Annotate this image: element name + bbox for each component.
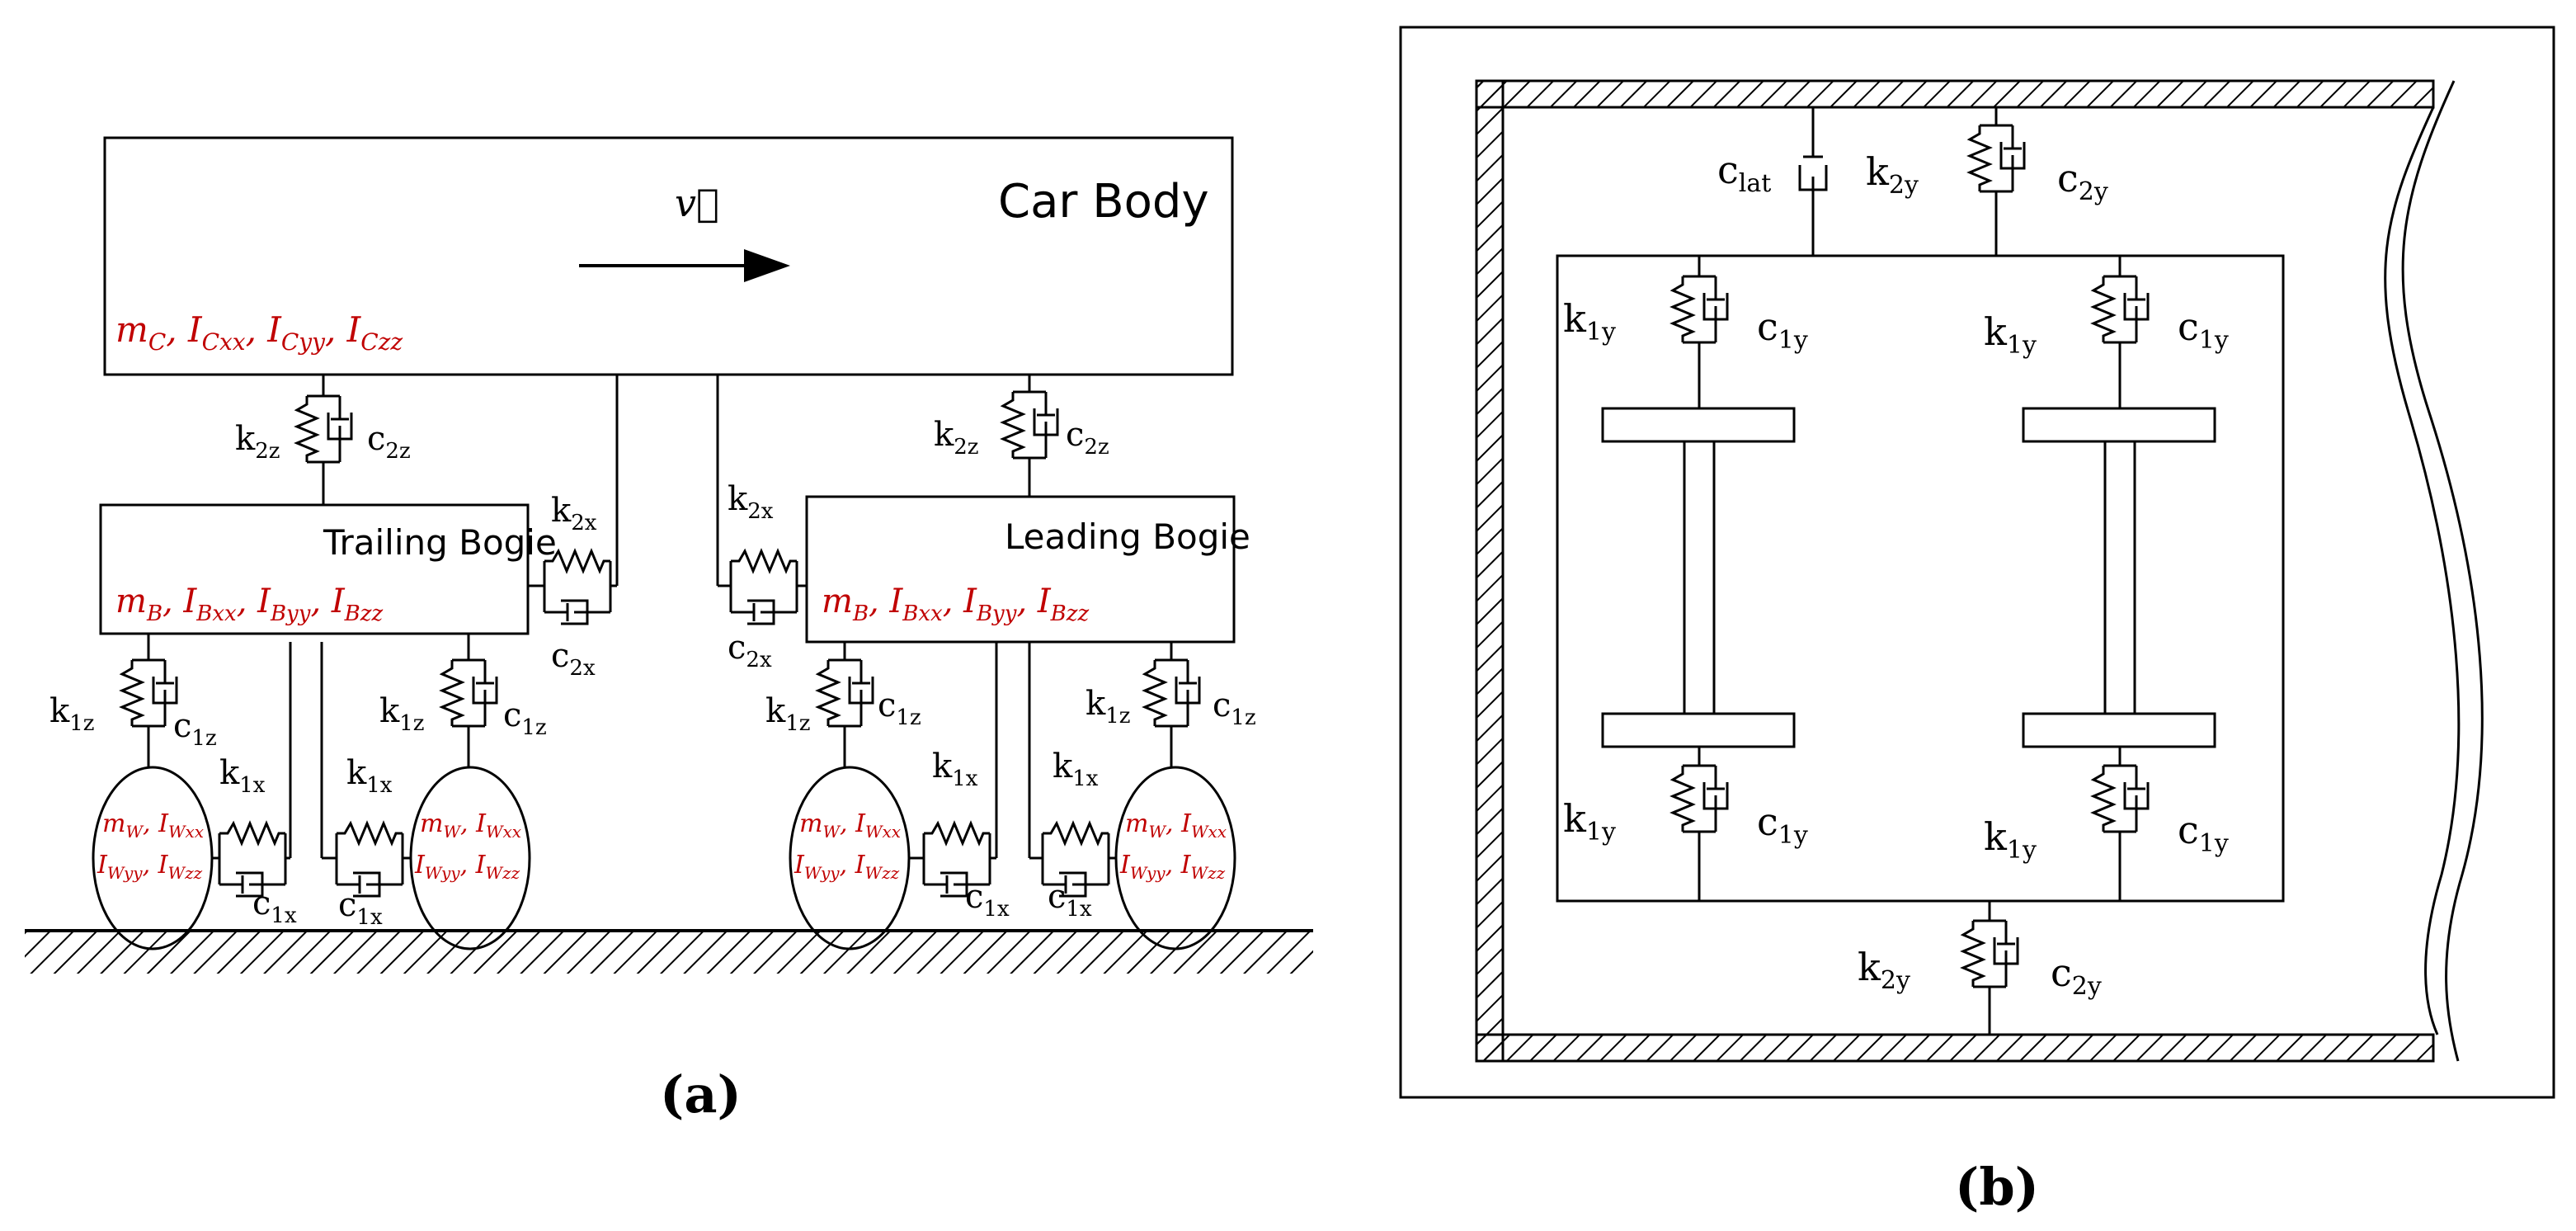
svg-text:k1z: k1z: [1085, 685, 1131, 729]
svg-text:k1x: k1x: [219, 754, 266, 798]
wheelset-1: mW, IWxx IWyy, IWzz: [92, 766, 214, 950]
caption-b: (b): [1955, 1157, 2039, 1217]
car-body-label: Car Body: [998, 175, 1209, 229]
leading-bogie-label: Leading Bogie: [1005, 516, 1250, 557]
primary-vertical-suspension-1: k1z c1z: [49, 634, 217, 767]
primary-vertical-suspension-4: k1z c1z: [1085, 642, 1256, 767]
wheelset-3: mW, IWxx IWyy, IWzz: [789, 766, 911, 950]
car-body-frame: [1475, 79, 2484, 1063]
svg-text:c1z: c1z: [173, 707, 217, 751]
ground-track: [25, 929, 1313, 974]
svg-text:c1z: c1z: [878, 686, 921, 730]
secondary-vertical-suspension-trailing: k2z c2z: [235, 375, 411, 505]
panel-a: Car Body v⃗ mC, ICxx, ICyy, ICzz Trailin…: [25, 136, 1313, 1125]
wheelset-left: k1y c1y k1y c1y: [1563, 256, 1808, 901]
svg-text:clat: clat: [1717, 148, 1771, 198]
secondary-lateral-suspension-top: clat k2y c2y: [1717, 107, 2108, 256]
primary-longitudinal-suspension-2: k1x c1x: [320, 642, 411, 930]
svg-text:c1x: c1x: [252, 884, 297, 928]
svg-text:k1x: k1x: [346, 754, 393, 798]
svg-text:c2x: c2x: [551, 637, 596, 681]
primary-longitudinal-suspension-3: k1x c1x: [909, 642, 1010, 922]
primary-longitudinal-suspension-1: k1x c1x: [212, 642, 297, 928]
svg-text:k2z: k2z: [235, 420, 280, 464]
svg-text:k1z: k1z: [379, 692, 425, 736]
svg-text:mW, IWxx: mW, IWxx: [420, 809, 521, 842]
velocity-label: v⃗: [675, 181, 719, 225]
wheelset-4: mW, IWxx IWyy, IWzz: [1114, 766, 1236, 950]
primary-vertical-suspension-3: k1z c1z: [765, 642, 921, 767]
svg-text:c1z: c1z: [503, 696, 547, 740]
primary-longitudinal-suspension-4: k1x c1x: [1028, 642, 1116, 922]
svg-text:c2z: c2z: [1066, 416, 1109, 460]
svg-text:c2x: c2x: [728, 629, 772, 672]
leading-bogie-box: [805, 495, 1236, 644]
svg-text:c2z: c2z: [367, 420, 411, 464]
wheelset-2: mW, IWxx IWyy, IWzz: [409, 766, 531, 950]
secondary-longitudinal-suspension-leading: k2x c2x: [716, 375, 807, 672]
caption-a: (a): [660, 1064, 742, 1125]
svg-text:mW, IWxx: mW, IWxx: [1125, 809, 1227, 842]
trailing-bogie-box: [99, 503, 530, 635]
svg-text:k2x: k2x: [728, 480, 774, 524]
svg-text:c1z: c1z: [1213, 686, 1256, 730]
panel-b: clat k2y c2y k2y c2y: [1399, 26, 2555, 1217]
trailing-bogie-label: Trailing Bogie: [323, 522, 557, 563]
svg-text:k1z: k1z: [765, 692, 811, 736]
svg-text:c2y: c2y: [2057, 156, 2108, 206]
svg-text:IWyy, IWzz: IWyy, IWzz: [794, 851, 900, 883]
svg-text:k1z: k1z: [49, 692, 95, 736]
svg-text:k2z: k2z: [934, 416, 979, 460]
primary-vertical-suspension-2: k1z c1z: [379, 634, 547, 767]
svg-text:k1x: k1x: [1053, 748, 1099, 791]
bogie-frame: [1556, 254, 2285, 903]
car-body-box: [103, 136, 1234, 376]
svg-text:k1x: k1x: [932, 748, 978, 791]
secondary-vertical-suspension-leading: k2z c2z: [934, 375, 1109, 497]
svg-text:k2x: k2x: [551, 492, 597, 535]
